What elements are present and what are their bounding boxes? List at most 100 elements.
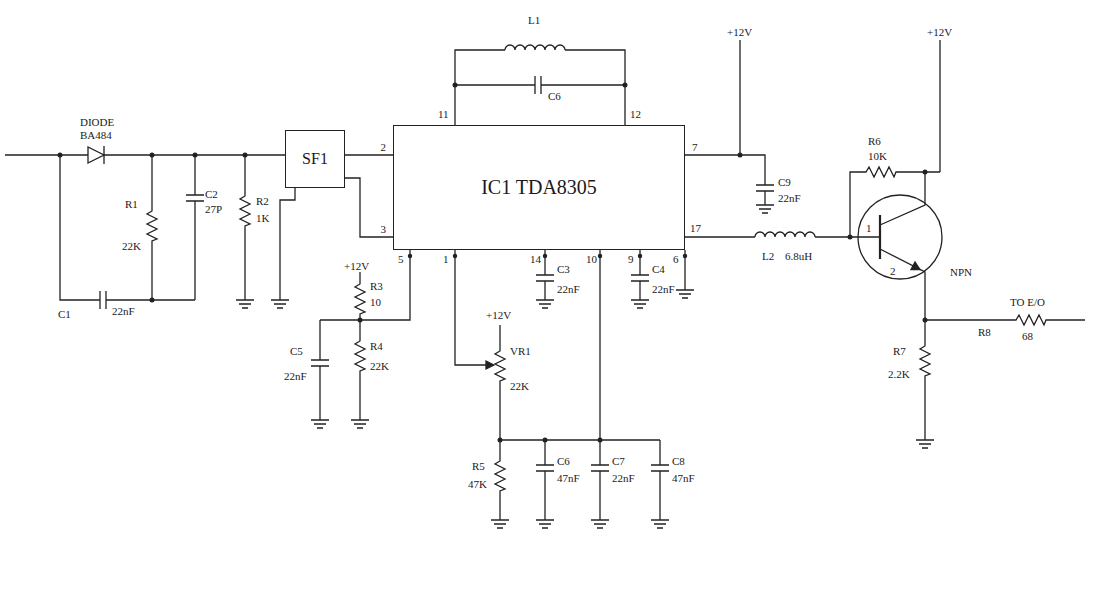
ground-symbol (536, 520, 554, 528)
capacitor-symbol (186, 195, 204, 201)
capacitor-symbol (756, 185, 774, 191)
component-label: L2 (762, 250, 774, 262)
ground-symbol (536, 300, 554, 308)
pin-dot (543, 254, 547, 258)
capacitor-symbol (651, 465, 669, 471)
component-label: 22nF (557, 283, 580, 295)
resistor-symbol (920, 340, 930, 380)
pin-dot (453, 254, 457, 258)
ground-symbol (651, 520, 669, 528)
ground-symbol (916, 440, 934, 448)
ground-symbol (756, 205, 774, 213)
component-label: 1K (256, 212, 269, 224)
component-label: 1 (443, 253, 449, 265)
component-label: 22nF (612, 472, 635, 484)
component-label: 22K (510, 380, 529, 392)
resistor-symbol (147, 205, 157, 245)
resistor-symbol (355, 335, 365, 375)
component-label: 11 (438, 108, 449, 120)
component-label: R4 (370, 340, 383, 352)
ground-symbol (311, 420, 329, 428)
junction-dots (58, 83, 928, 443)
junction-dot (358, 318, 363, 323)
component-label: 27P (205, 203, 222, 215)
component-label: 14 (530, 253, 541, 265)
component-label: C1 (58, 308, 71, 320)
junction-dot (243, 153, 248, 158)
component-label: 22nF (284, 370, 307, 382)
component-label: 12 (630, 108, 641, 120)
capacitor-symbol (631, 275, 649, 281)
component-label: C5 (290, 345, 303, 357)
component-label: +12V (344, 260, 369, 272)
component-label: TO E/O (1010, 296, 1045, 308)
component-label: R5 (472, 460, 485, 472)
transistor-symbol (858, 195, 942, 279)
component-label: 22nF (652, 283, 675, 295)
component-label: 5 (398, 253, 404, 265)
capacitor-symbol (591, 465, 609, 471)
component-label: R8 (978, 326, 991, 338)
ground-symbol (351, 420, 369, 428)
box-text: IC1 TDA8305 (481, 176, 597, 199)
component-label: C2 (205, 188, 218, 200)
component-label: +12V (927, 26, 952, 38)
ic-box: IC1 TDA8305 (393, 125, 685, 250)
component-label: 2 (890, 265, 896, 277)
ground-symbol (631, 300, 649, 308)
junction-dot (848, 235, 853, 240)
component-label: C8 (672, 455, 685, 467)
inductor-symbol (755, 232, 815, 237)
ground-symbol (676, 290, 694, 298)
junction-dot (58, 153, 63, 158)
component-label: C4 (652, 263, 665, 275)
potentiometer-symbol (495, 345, 505, 385)
junction-dot (498, 438, 503, 443)
component-label: 22K (370, 360, 389, 372)
component-label: C3 (557, 263, 570, 275)
component-label: 22nF (778, 192, 801, 204)
resistor-symbol (495, 455, 505, 495)
junction-dot (193, 153, 198, 158)
component-label: 10 (370, 296, 381, 308)
component-label: R6 (868, 135, 881, 147)
component-label: 9 (628, 253, 634, 265)
transistor-base (879, 215, 881, 259)
component-label: 6.8uH (785, 250, 812, 262)
capacitor-symbol (536, 275, 554, 281)
capacitor-symbol (311, 360, 329, 366)
component-label: 6 (673, 253, 679, 265)
junction-dot (623, 83, 628, 88)
ground-symbol (271, 300, 289, 308)
component-label: +12V (486, 309, 511, 321)
component-label: 2.2K (888, 368, 910, 380)
component-label: C6 (548, 90, 561, 102)
component-label: 47nF (557, 472, 580, 484)
emitter-arrow (911, 262, 920, 270)
junction-dot (923, 170, 928, 175)
inductor-symbol (505, 45, 565, 50)
pin-dot (683, 254, 687, 258)
resistor-symbol (860, 167, 900, 177)
component-label: L1 (528, 14, 540, 26)
component-label: 17 (690, 222, 701, 234)
pin-dot (598, 254, 602, 258)
component-label: 10K (868, 150, 887, 162)
capacitor-symbol (100, 291, 106, 309)
component-label: 22K (122, 240, 141, 252)
component-label: C9 (778, 176, 791, 188)
resistor-symbol (240, 190, 250, 230)
component-label: 47nF (672, 472, 695, 484)
junction-dot (923, 318, 928, 323)
component-label: +12V (727, 26, 752, 38)
resistor-symbol (1010, 315, 1050, 325)
component-label: VR1 (510, 345, 531, 357)
component-label: DIODE (80, 116, 114, 128)
pin-connector (345, 154, 393, 155)
wiper-arrow (486, 361, 494, 369)
component-label: 47K (468, 478, 487, 490)
component-label: R2 (256, 195, 269, 207)
junction-dot (150, 298, 155, 303)
